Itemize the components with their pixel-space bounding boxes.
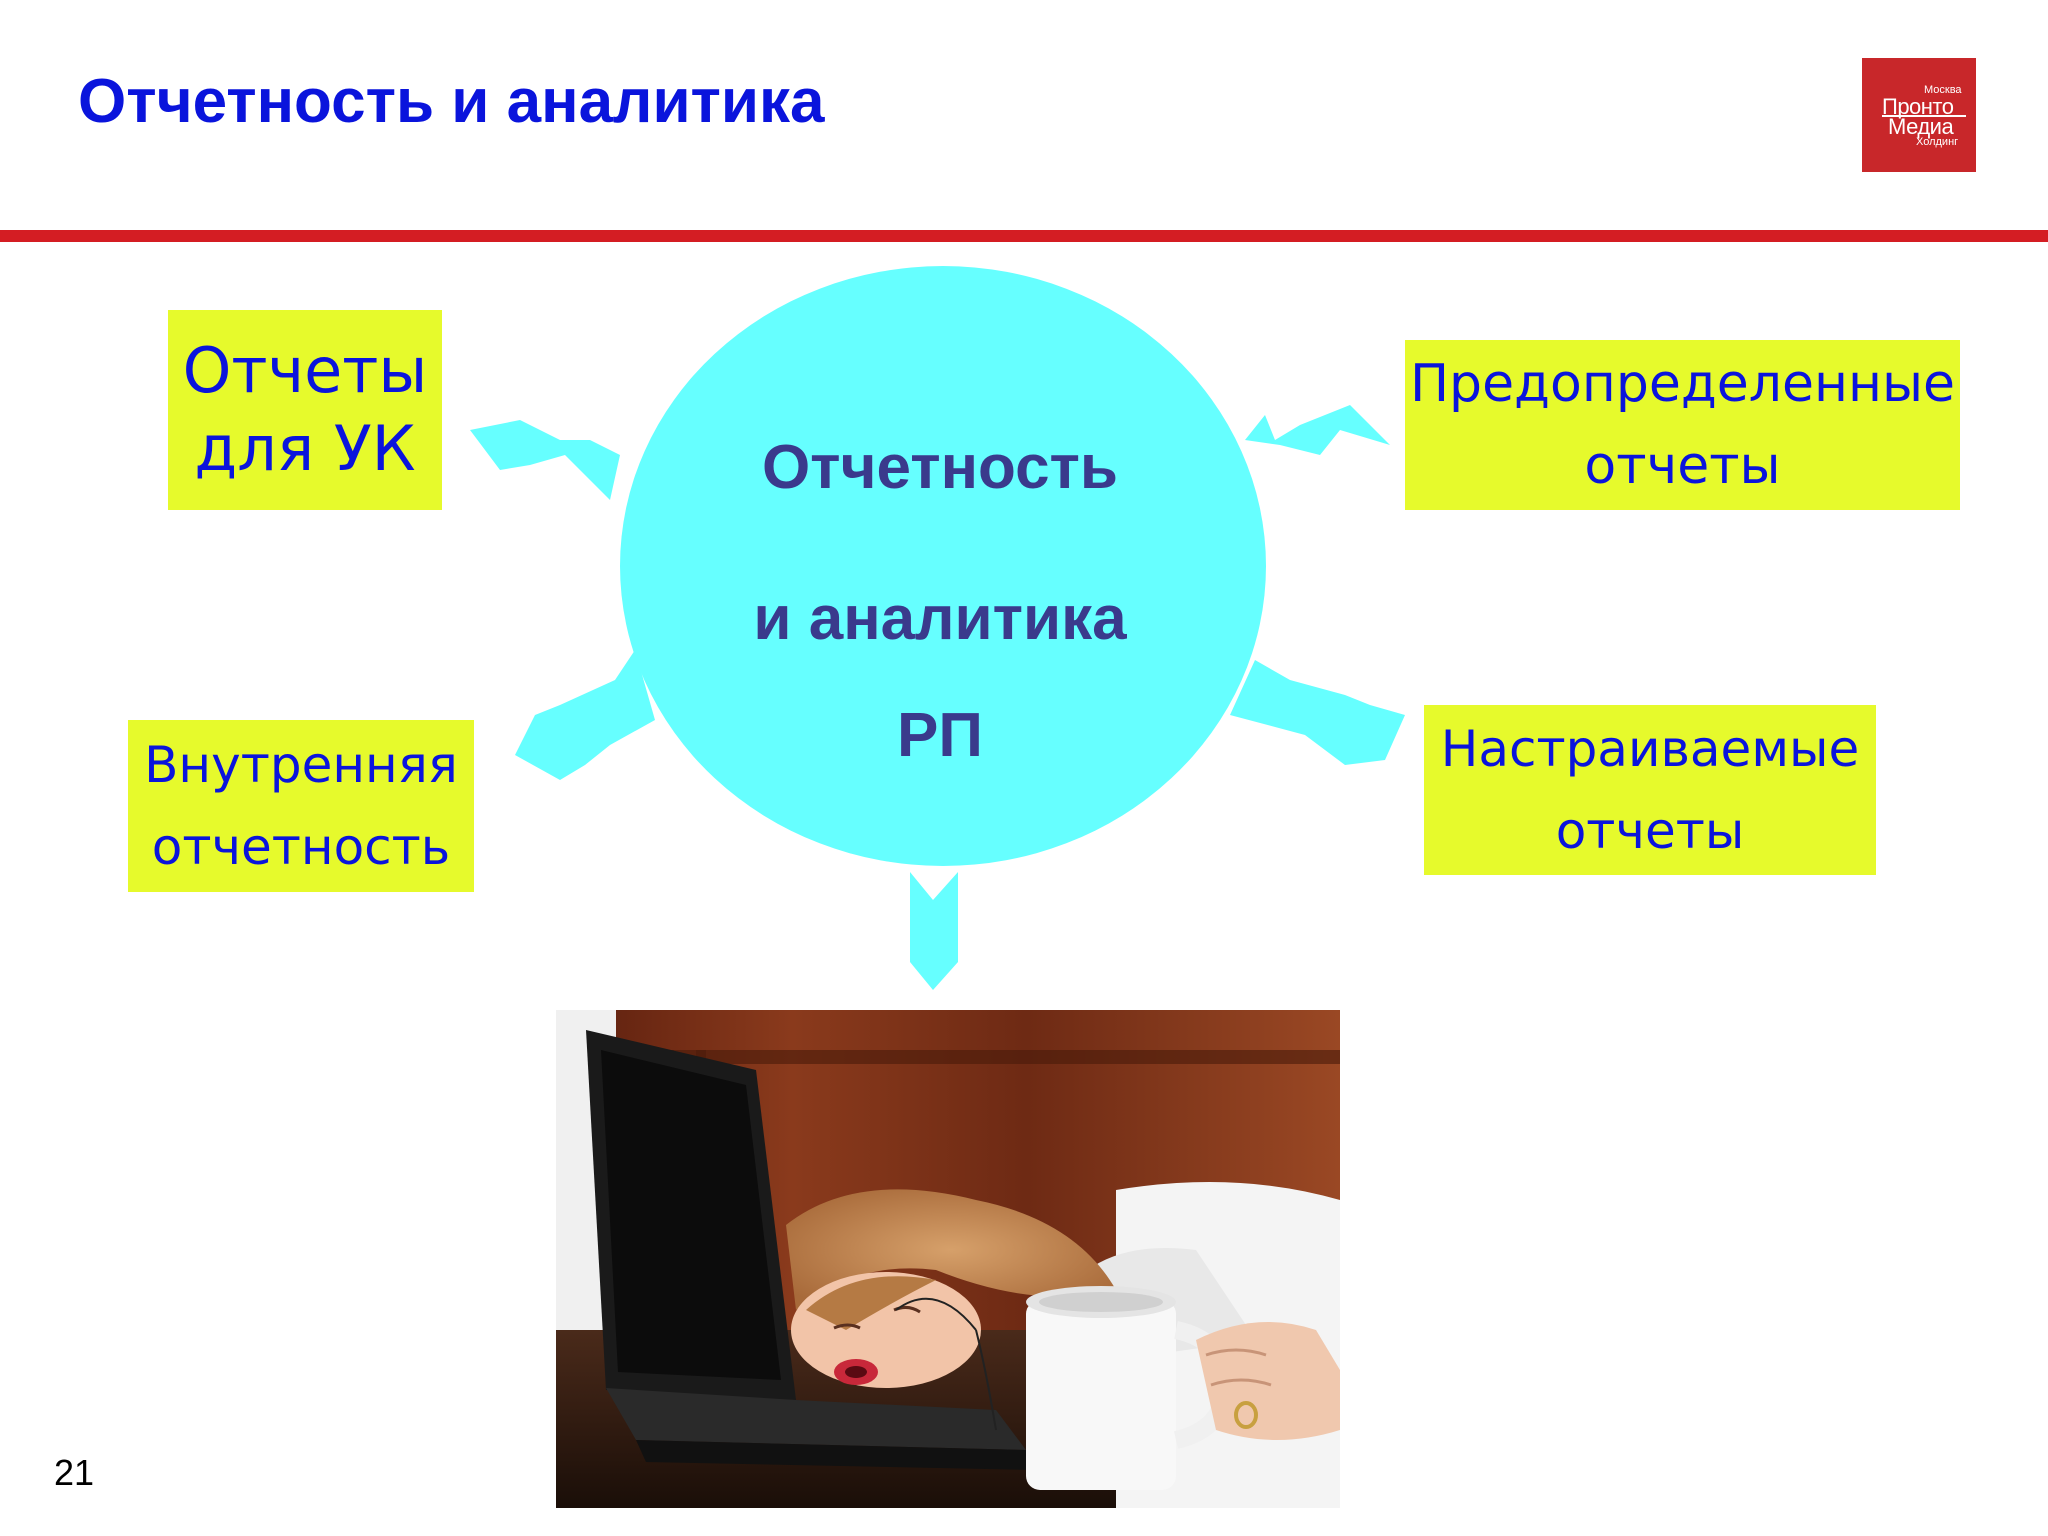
- arrow-to-photo: [910, 872, 958, 990]
- arrow-to-uk-reports: [470, 420, 620, 500]
- page-number: 21: [54, 1452, 95, 1493]
- center-title-line-3: РП: [897, 701, 983, 770]
- company-logo: Москва Пронто Медиа Холдинг: [1862, 58, 1976, 172]
- center-title-line-1: Отчетность: [761, 433, 1119, 502]
- arrow-to-custom-reports: [1230, 660, 1405, 765]
- photo-sleeping-office-worker: [556, 1010, 1340, 1508]
- center-title-line-2: и аналитика: [753, 584, 1127, 653]
- arrow-to-predefined-reports: [1245, 405, 1390, 455]
- photo-illustration: [556, 1010, 1340, 1508]
- arrow-to-internal-reporting: [515, 650, 655, 780]
- box-predefined-line-2: отчеты: [1584, 436, 1781, 496]
- logo-line-3: Медиа: [1888, 114, 1954, 139]
- box-predefined-reports: Предопределенные отчеты: [1405, 340, 1960, 510]
- box-internal-reporting: Внутренняя отчетность: [128, 720, 474, 892]
- box-custom-line-2: отчеты: [1555, 802, 1745, 860]
- header-divider: [0, 230, 2048, 242]
- box-uk-line-2: для УК: [194, 412, 416, 485]
- box-custom-line-1: Настраиваемые: [1440, 720, 1860, 778]
- logo-line-1: Москва: [1924, 84, 1962, 96]
- box-predefined-line-1: Предопределенные: [1409, 354, 1956, 414]
- logo-line-4: Холдинг: [1916, 136, 1959, 148]
- box-custom-reports: Настраиваемые отчеты: [1424, 705, 1876, 875]
- box-internal-line-2: отчетность: [151, 818, 451, 876]
- slide-title: Отчетность и аналитика: [78, 67, 825, 136]
- box-internal-line-1: Внутренняя: [144, 736, 458, 794]
- box-uk-reports: Отчеты для УК: [168, 310, 442, 510]
- logo-line-2: Пронто: [1882, 94, 1954, 119]
- box-uk-line-1: Отчеты: [182, 334, 428, 407]
- logo-rule: [1882, 115, 1966, 117]
- center-circle: [620, 266, 1266, 866]
